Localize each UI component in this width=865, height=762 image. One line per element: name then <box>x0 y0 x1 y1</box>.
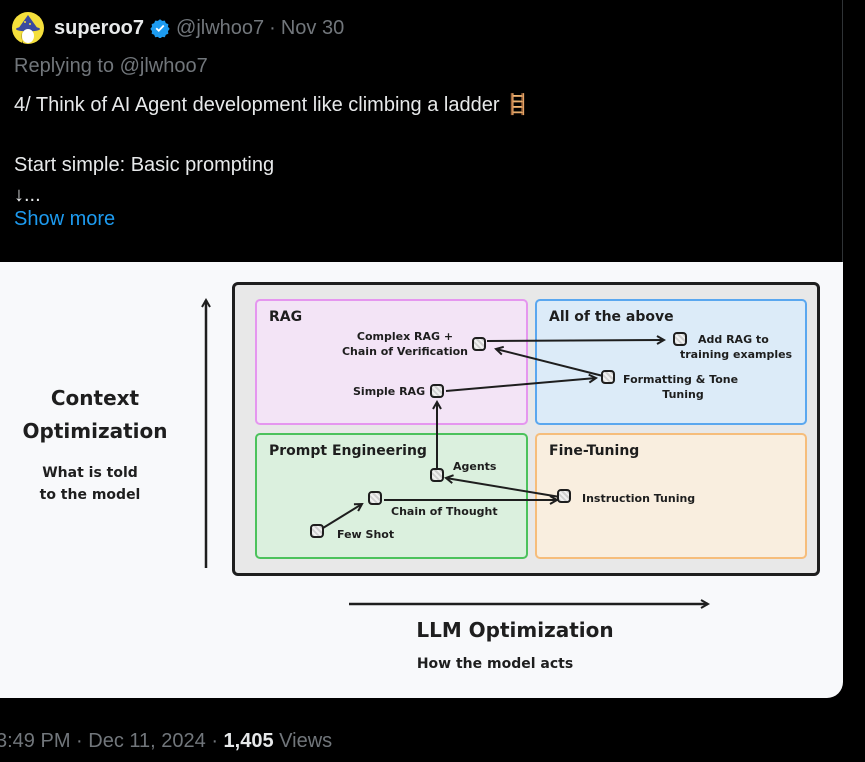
node-few-shot <box>310 524 324 538</box>
y-axis-title-line2: Optimization <box>22 419 168 443</box>
node-label-add-rag: Add RAG to training examples <box>680 332 792 362</box>
node-label-formatting-2: Tuning <box>662 388 704 401</box>
tweet-text-line3: ↓... <box>14 184 41 206</box>
tweet-text-line2: Start simple: Basic prompting <box>14 154 275 176</box>
node-simple-rag <box>430 384 444 398</box>
quadrant-fine-tuning: Fine-Tuning <box>535 433 807 559</box>
node-label-agents: Agents <box>453 460 497 473</box>
x-axis-subtitle: How the model acts <box>416 656 574 672</box>
tweet-text-line1: 4/ Think of AI Agent development like cl… <box>14 94 530 116</box>
y-axis-sub-line1: What is told <box>42 465 138 481</box>
quadrant-rag: RAG <box>255 299 528 425</box>
node-label-add-rag-2: training examples <box>680 348 793 361</box>
node-label-complex-rag-1: Complex RAG + <box>356 330 454 343</box>
node-agents <box>430 468 444 482</box>
tweet-header: superoo7 @jlwhoo7 · Nov 30 <box>12 12 344 44</box>
node-cot <box>368 491 382 505</box>
show-more-link[interactable]: Show more <box>14 208 116 230</box>
column-divider <box>842 0 843 262</box>
replying-to[interactable]: Replying to @jlwhoo7 <box>14 55 208 77</box>
node-add-rag <box>673 332 687 346</box>
footer-separator: · <box>211 730 224 752</box>
x-axis-title: LLM Optimization <box>416 618 614 642</box>
tweet-text: 4/ Think of AI Agent development like cl… <box>14 90 530 210</box>
display-name[interactable]: superoo7 <box>54 16 145 39</box>
views-count: 1,405 <box>223 730 274 752</box>
y-axis-title: Context Optimization <box>0 382 190 448</box>
quadrant-prompt-title: Prompt Engineering <box>269 443 427 459</box>
separator: · <box>269 16 276 39</box>
node-label-formatting: Formatting & Tone Tuning <box>623 372 743 402</box>
handle[interactable]: @jlwhoo7 <box>176 16 265 39</box>
y-axis-sub-line2: to the model <box>39 487 141 503</box>
quadrant-all-title: All of the above <box>549 309 674 325</box>
tweet-date[interactable]: Nov 30 <box>280 16 345 39</box>
verified-badge-icon <box>150 18 170 38</box>
node-label-complex-rag: Complex RAG + Chain of Verification <box>340 329 470 359</box>
quadrant-all: All of the above <box>535 299 807 425</box>
node-complex-rag <box>472 337 486 351</box>
node-label-add-rag-1: Add RAG to <box>698 333 769 346</box>
tweet-footer: 3:49 PM · Dec 11, 2024 · 1,405 Views <box>0 730 332 753</box>
y-axis-subtitle: What is told to the model <box>0 462 180 506</box>
node-label-few-shot: Few Shot <box>337 528 395 541</box>
footer-separator: · <box>76 730 89 752</box>
avatar[interactable] <box>12 12 44 44</box>
node-label-formatting-1: Formatting & Tone <box>623 373 739 386</box>
node-label-instruction-tuning: Instruction Tuning <box>582 492 696 505</box>
quadrant-rag-title: RAG <box>269 309 303 325</box>
node-label-cot: Chain of Thought <box>391 505 498 518</box>
node-formatting <box>601 370 615 384</box>
views-label: Views <box>279 730 333 752</box>
attached-image[interactable]: Context Optimization What is told to the… <box>0 262 843 698</box>
tweet-full-date[interactable]: Dec 11, 2024 <box>88 730 206 752</box>
y-axis-title-line1: Context <box>50 386 140 410</box>
node-label-simple-rag: Simple RAG <box>353 385 426 398</box>
node-label-complex-rag-2: Chain of Verification <box>341 345 468 358</box>
node-instruction-tuning <box>557 489 571 503</box>
quadrant-finetune-title: Fine-Tuning <box>549 443 640 459</box>
tweet-time[interactable]: 3:49 PM <box>0 730 71 752</box>
